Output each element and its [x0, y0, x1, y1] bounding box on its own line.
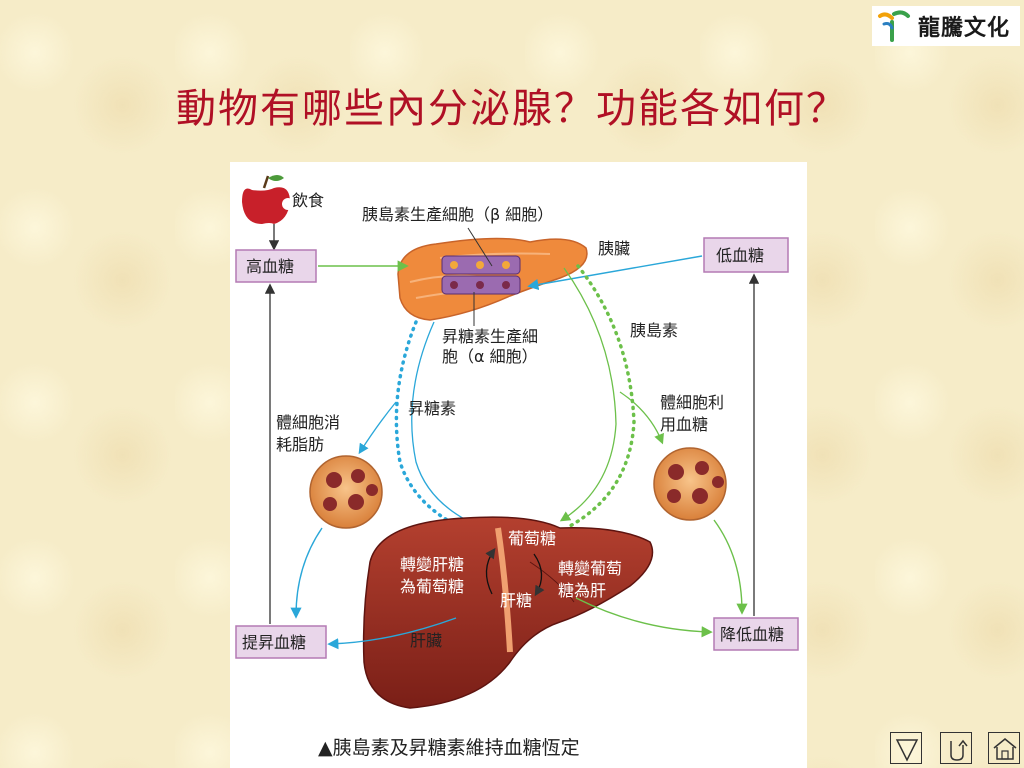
high-sugar-box [235, 249, 317, 283]
glucose-to-glycogen-label-line2: 糖為肝 [558, 581, 606, 600]
consume-fat-label-line2: 耗脂肪 [276, 435, 324, 454]
apple-icon [242, 175, 294, 224]
glycogen-to-glucose-arrow [485, 547, 496, 595]
left-body-cells-icon [309, 455, 383, 529]
diet-label: 飲食 [292, 191, 324, 210]
logo-text: 龍騰文化 [918, 16, 1011, 41]
liver-to-lower-sugar-arrow [575, 597, 713, 638]
low-sugar-box [703, 237, 789, 273]
lower-sugar-box [713, 617, 799, 651]
liver-illustration [362, 516, 654, 709]
glucagon-dotted-path [394, 320, 482, 538]
alpha-cells-label-line1: 昇糖素生產細 [442, 327, 538, 346]
liver-label: 肝臟 [410, 631, 442, 650]
raise-sugar-box [235, 625, 327, 659]
glucose-to-glycogen-label-line1: 轉變葡萄 [558, 559, 622, 578]
liver-to-raise-sugar-arrow [327, 617, 457, 650]
page-title: 動物有哪些內分泌腺？功能各如何？ [176, 86, 848, 132]
glycogen-label: 肝糖 [500, 591, 532, 610]
insulin-to-cells-arrow [619, 391, 664, 445]
glucose-label: 葡萄糖 [508, 529, 556, 548]
home-icon [993, 738, 1017, 760]
glycogen-to-glucose-label-line2: 為葡萄糖 [400, 577, 464, 596]
use-sugar-label-line1: 體細胞利 [660, 393, 724, 412]
cells-to-raise-sugar-arrow [290, 527, 323, 619]
down-triangle-icon [895, 739, 919, 762]
pancreas-illustration [397, 237, 588, 321]
insulin-dotted-path [568, 264, 636, 528]
beta-cells-label: 胰島素生產細胞（β 細胞） [362, 205, 553, 224]
insulin-glucagon-figure: 飲食 高血糖 提昇血糖 低血糖 降低血糖 胰島素生產細胞（β 細胞） 胰 [230, 162, 807, 768]
alpha-cells-label-line2: 胞（α 細胞） [442, 347, 538, 366]
next-slide-button[interactable] [890, 732, 922, 764]
right-body-cells-icon [653, 447, 727, 521]
return-icon [950, 739, 968, 761]
logo-mark-icon [878, 10, 910, 42]
glycogen-to-glucose-label-line1: 轉變肝糖 [400, 555, 464, 574]
figure-illustration: 飲食 高血糖 提昇血糖 低血糖 降低血糖 胰島素生產細胞（β 細胞） 胰 [235, 175, 799, 759]
low-sugar-label: 低血糖 [716, 246, 764, 265]
consume-fat-label-line1: 體細胞消 [276, 413, 340, 432]
raise-sugar-label: 提昇血糖 [242, 633, 306, 652]
beta-cells-pointer [467, 227, 493, 267]
glucagon-to-cells-arrow [358, 401, 397, 455]
home-button[interactable] [988, 732, 1020, 764]
insulin-arrow [559, 267, 617, 522]
logo: 龍騰文化 [872, 6, 1020, 46]
insulin-label: 胰島素 [630, 321, 678, 340]
low-sugar-to-pancreas-arrow [527, 255, 703, 291]
use-sugar-label-line2: 用血糖 [660, 415, 708, 434]
glucagon-label: 昇糖素 [408, 399, 456, 418]
pancreas-label: 胰臟 [598, 239, 630, 258]
high-sugar-label: 高血糖 [246, 257, 294, 276]
glucose-to-glycogen-arrow [533, 553, 545, 597]
return-button[interactable] [940, 732, 972, 764]
cells-to-lower-sugar-arrow [713, 519, 748, 615]
figure-caption: ▲胰島素及昇糖素維持血糖恆定 [318, 737, 580, 759]
lower-sugar-label: 降低血糖 [720, 625, 784, 644]
glucagon-arrow [411, 321, 491, 533]
